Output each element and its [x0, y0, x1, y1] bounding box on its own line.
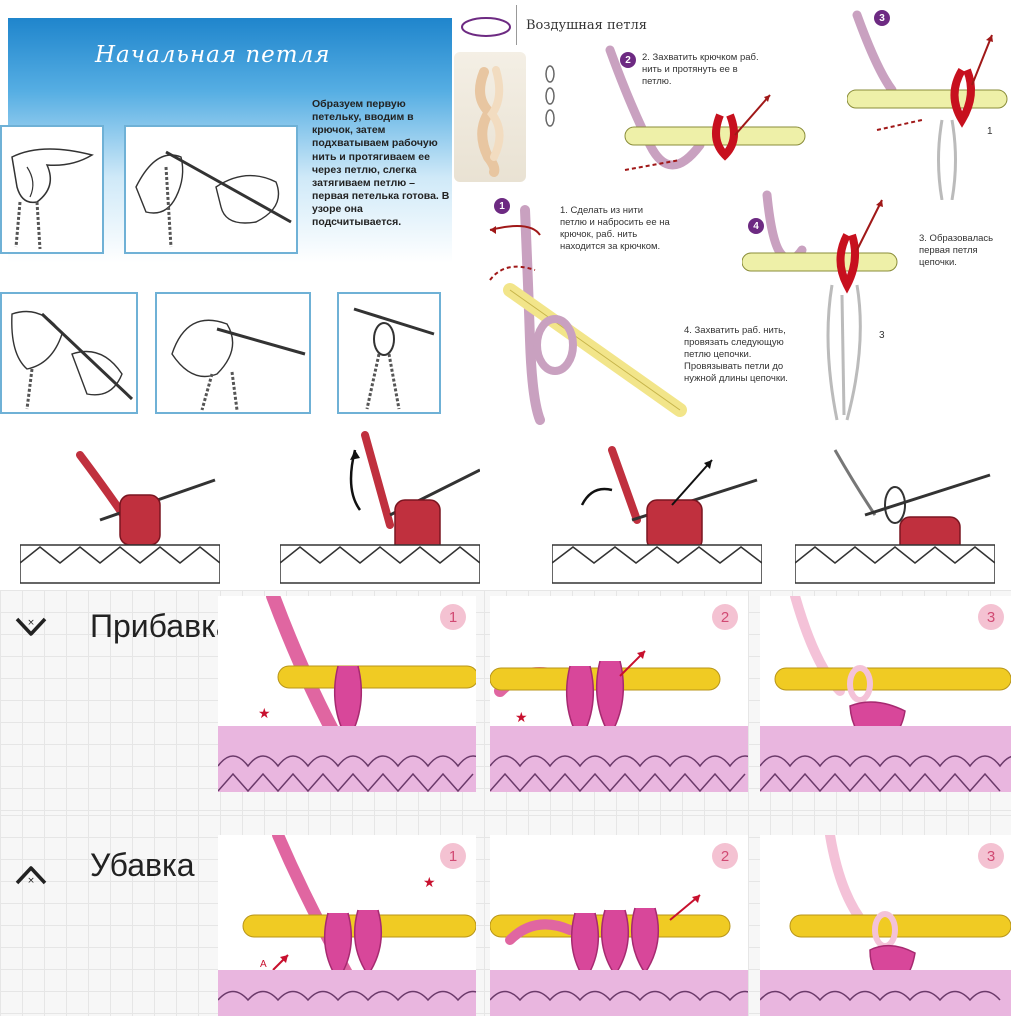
step2-number-badge: 2: [620, 52, 636, 68]
chain-step4-illustration: [742, 185, 912, 430]
step1-number-badge: 1: [494, 198, 510, 214]
illustration-frame-5: [337, 292, 441, 414]
sc-step2-illustration: [280, 430, 480, 585]
hand-loop-illustration: [2, 127, 102, 252]
increase-title: Прибавка: [90, 608, 234, 645]
decrease-step-2: 2: [490, 835, 748, 1016]
increase-step1-illustration: ★: [218, 596, 476, 792]
increase-step3-illustration: [760, 596, 1011, 792]
hand-pull-illustration: [2, 294, 136, 412]
chain-symbol-icon: [456, 12, 516, 42]
increase-step-3: 3: [760, 596, 1011, 792]
increase-section: × Прибавка ★ 1 ★ 2: [0, 590, 1011, 815]
sc-step4-illustration: [795, 435, 995, 585]
chain-step3-text: 3. Образовалась первая петля цепочки.: [919, 233, 1011, 269]
decrease-section: × Убавка ★ A 1 2: [0, 815, 1011, 1016]
panel-chain-stitch: Воздушная петля 2 2. Захватить крючком р…: [452, 0, 1011, 430]
decrease-step1-mark: A: [260, 959, 267, 970]
svg-text:★: ★: [258, 706, 271, 722]
decrease-step-3: 3: [760, 835, 1011, 1016]
step4-number-badge: 4: [748, 218, 764, 234]
increase-step1-badge: 1: [440, 604, 466, 630]
decrease-step1-badge: 1: [440, 843, 466, 869]
chain-step3-mark: 1: [987, 126, 993, 137]
decrease-step3-illustration: [760, 835, 1011, 1016]
yarn-chain-photo: [454, 52, 526, 182]
sc-step3-illustration: [552, 435, 762, 585]
chain-step3-illustration: [847, 10, 1011, 200]
chain-stitch-legend: Воздушная петля: [526, 18, 647, 33]
chain-step4-text: 4. Захватить раб. нить, провязать следую…: [684, 325, 799, 384]
decrease-step2-badge: 2: [712, 843, 738, 869]
decrease-title: Убавка: [90, 847, 195, 884]
step3-number-badge: 3: [874, 10, 890, 26]
increase-step-1: ★ 1: [218, 596, 476, 792]
decrease-step1-illustration: ★: [218, 835, 476, 1016]
page-title: Начальная петля: [95, 42, 330, 68]
decrease-step3-badge: 3: [978, 843, 1004, 869]
svg-text:×: ×: [27, 618, 35, 628]
svg-text:★: ★: [423, 875, 436, 891]
decrease-step2-illustration: [490, 835, 748, 1016]
increase-step2-badge: 2: [712, 604, 738, 630]
illustration-frame-4: [155, 292, 311, 414]
increase-step2-illustration: ★: [490, 596, 748, 792]
single-crochet-sequence: [0, 425, 1011, 590]
hand-tighten-illustration: [157, 294, 309, 412]
decrease-step-1: ★ A 1: [218, 835, 476, 1016]
increase-step-2: ★ 2: [490, 596, 748, 792]
sc-step1-illustration: [20, 435, 220, 585]
svg-text:★: ★: [515, 710, 528, 726]
legend-divider: [516, 5, 517, 45]
hand-hook-illustration: [126, 127, 296, 252]
loop-on-hook-illustration: [339, 294, 439, 412]
chain-symbols-icon: [540, 62, 560, 132]
yarn-chain-icon: [454, 52, 526, 182]
chain-step2-text: 2. Захватить крючком раб. нить и протяну…: [642, 52, 762, 88]
increase-symbol-icon: ×: [14, 614, 48, 638]
chain-step4-mark: 3: [879, 330, 885, 341]
chain-step1-text: 1. Сделать из нити петлю и набросить ее …: [560, 205, 672, 253]
illustration-frame-3: [0, 292, 138, 414]
increase-step3-badge: 3: [978, 604, 1004, 630]
svg-text:×: ×: [27, 876, 35, 886]
panel-starting-loop: Начальная петля Образуем первую петельку…: [0, 0, 452, 420]
illustration-frame-1: [0, 125, 104, 254]
decrease-symbol-icon: ×: [14, 863, 48, 887]
illustration-frame-2: [124, 125, 298, 254]
starting-loop-description: Образуем первую петельку, вводим в крючо…: [312, 98, 452, 229]
